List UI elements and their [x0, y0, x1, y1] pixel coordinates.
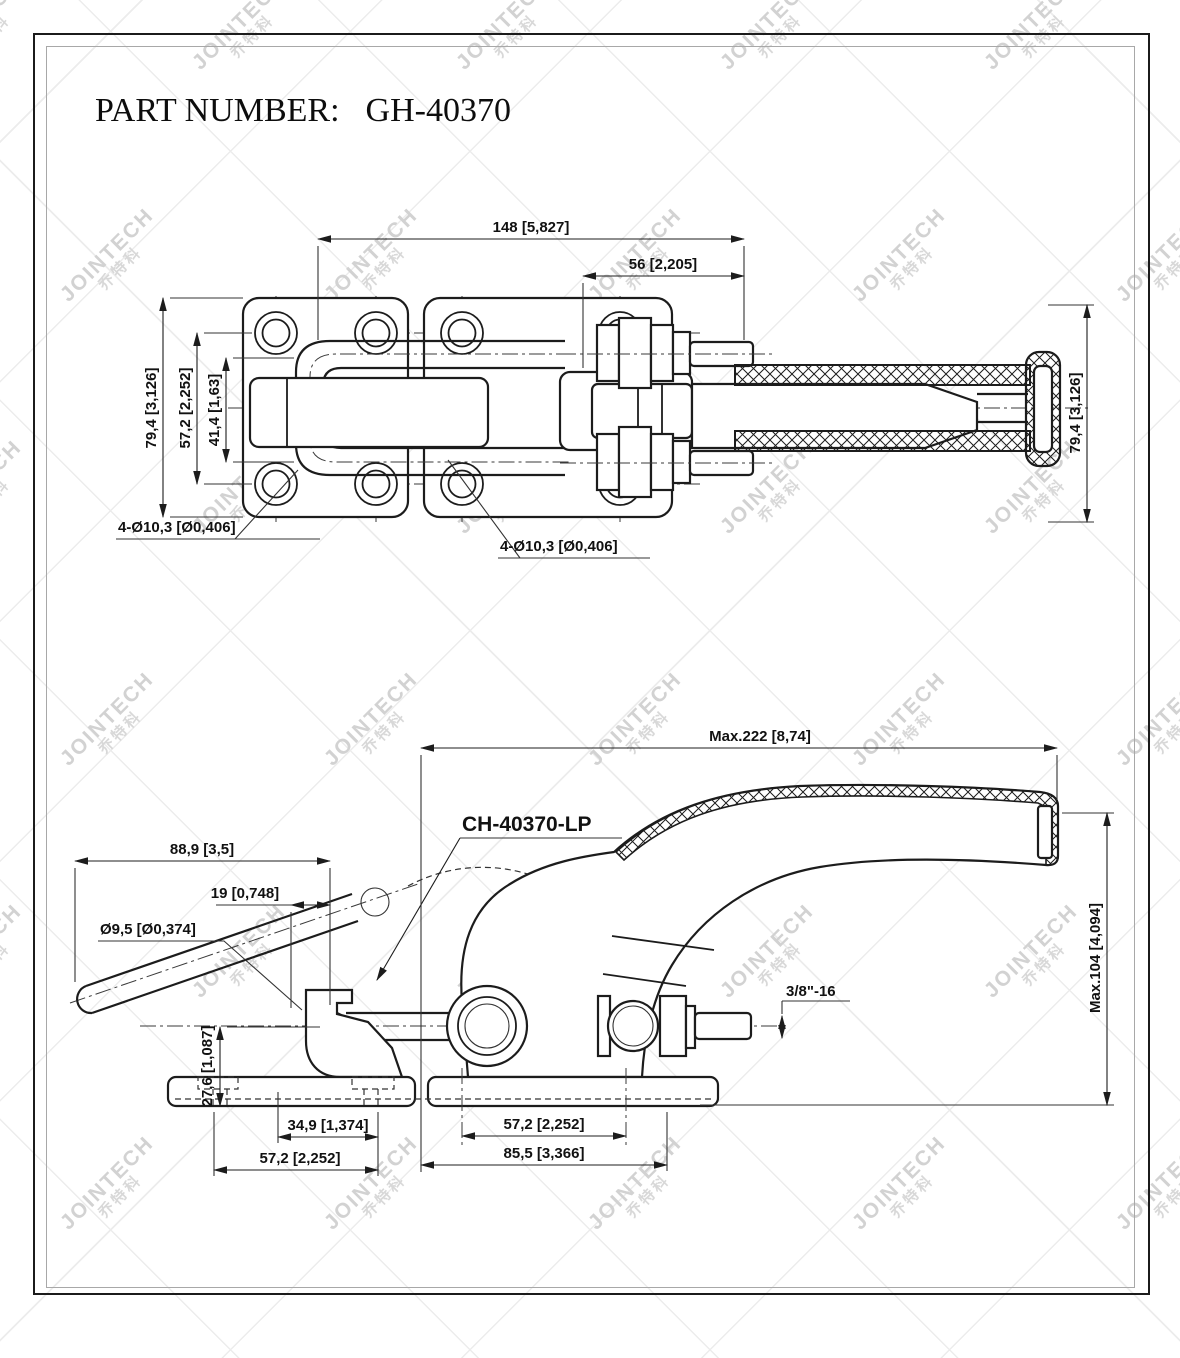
part-number-value: GH-40370 [365, 92, 511, 129]
keeper-bar [248, 376, 490, 449]
dim-plate-height-left: 79,4 [3,126] [143, 368, 160, 449]
dim-slot-spacing: 34,9 [1,374] [288, 1117, 369, 1134]
dim-hole-spacing-right: 57,2 [2,252] [504, 1116, 585, 1133]
dim-rod-diameter: Ø9,5 [Ø0,374] [100, 921, 196, 938]
dim-stud-spacing: 56 [2,205] [629, 256, 697, 273]
latch-hook [304, 988, 404, 1079]
handle-plan [734, 350, 1062, 468]
cross-bolt [596, 994, 753, 1058]
dim-base-height: 27,6 [1,087] [199, 1026, 216, 1107]
side-view: CH-40370-LP Max.222 [8,74] 88,9 [3,5] 19… [69, 728, 1114, 1176]
latch-part-number: CH-40370-LP [462, 813, 592, 836]
top-view: 148 [5,827] 56 [2,205] 79,4 [3,126] 57,2… [116, 219, 1094, 559]
dim-slot-height: 41,4 [1,63] [206, 374, 223, 447]
latch-part-label: CH-40370-LP [376, 813, 622, 982]
handle-grip-hatch [614, 784, 1059, 866]
dim-max-height: Max.104 [4,094] [1087, 903, 1104, 1013]
dim-latch-offset: 19 [0,748] [211, 885, 279, 902]
callout-holes-right: 4-Ø10,3 [Ø0,406] [500, 538, 618, 555]
part-number-title: PART NUMBER: GH-40370 [95, 92, 511, 130]
dim-handle-height-right: 79,4 [3,126] [1067, 373, 1084, 454]
dim-hole-spacing-v: 57,2 [2,252] [177, 368, 194, 449]
sheet-border-inner [46, 46, 1135, 1288]
dim-latch-reach: 88,9 [3,5] [170, 841, 234, 858]
part-number-label: PART NUMBER: [95, 92, 340, 129]
pivot-boss [445, 984, 529, 1068]
callout-holes-left: 4-Ø10,3 [Ø0,406] [118, 519, 236, 536]
side-view-dimensions: Max.222 [8,74] 88,9 [3,5] 19 [0,748] Ø9,… [73, 728, 1114, 1176]
base-plates [166, 1068, 720, 1145]
dim-base-span-left: 57,2 [2,252] [260, 1150, 341, 1167]
nut-stack-bottom [595, 425, 692, 499]
nut-stack-top [595, 316, 692, 390]
dim-base-span-right: 85,5 [3,366] [504, 1145, 585, 1162]
dim-max-length: Max.222 [8,74] [709, 728, 811, 745]
handle-end-cap [1036, 804, 1054, 860]
sheet-border-outer [33, 33, 1150, 1295]
top-view-dimensions: 148 [5,827] 56 [2,205] 79,4 [3,126] 57,2… [116, 219, 1094, 559]
dim-thread-spec: 3/8"-16 [786, 983, 836, 1000]
dim-overall-width: 148 [5,827] [493, 219, 570, 236]
